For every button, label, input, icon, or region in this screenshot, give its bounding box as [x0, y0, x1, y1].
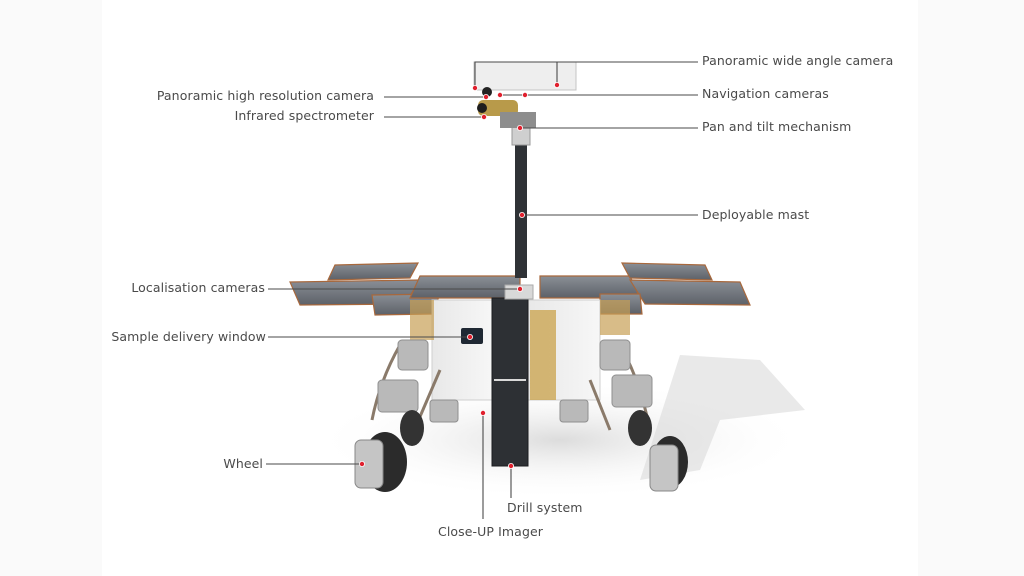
label-pan-and-tilt-mechanism: Pan and tilt mechanism [702, 119, 852, 134]
label-wheel: Wheel [223, 456, 263, 471]
drill-box [491, 284, 534, 467]
callout-lines [266, 61, 698, 519]
wheels [354, 410, 688, 492]
rover-body [410, 299, 630, 401]
label-drill-system: Drill system [507, 500, 583, 515]
label-deployable-mast: Deployable mast [702, 207, 810, 222]
label-infrared-spectrometer: Infrared spectrometer [234, 108, 374, 123]
label-panoramic-wide-angle-camera: Panoramic wide angle camera [702, 53, 894, 68]
label-localisation-cameras: Localisation cameras [131, 280, 265, 295]
label-navigation-cameras: Navigation cameras [702, 86, 829, 101]
mechanisms [377, 339, 653, 423]
label-panoramic-high-resolution-camera: Panoramic high resolution camera [156, 88, 374, 103]
mast [473, 61, 577, 278]
label-sample-delivery-window: Sample delivery window [111, 329, 266, 344]
callout-dots [358, 82, 561, 469]
label-close-up-imager: Close-UP Imager [438, 524, 544, 539]
